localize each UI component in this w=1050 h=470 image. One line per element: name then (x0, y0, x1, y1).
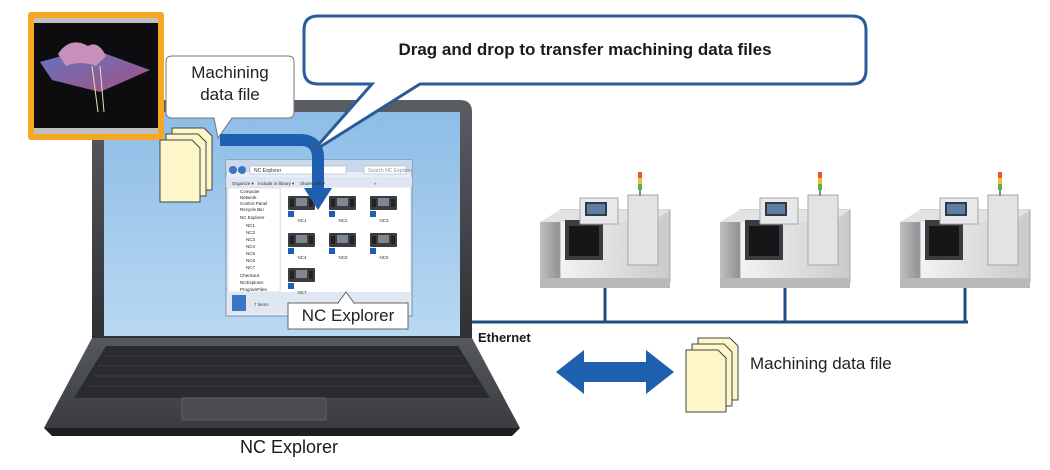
laptop-touchpad (181, 397, 327, 421)
label-line-2: data file (200, 85, 260, 104)
document-stack-icon (159, 127, 213, 203)
ethernet-line (472, 286, 968, 324)
machining-data-file-right-label: Machining data file (750, 354, 892, 373)
sidebar-item-nc1[interactable]: NC1 (246, 223, 256, 228)
toolbar-include-library[interactable]: Include in library ▾ (258, 181, 295, 186)
sidebar-item-checkout[interactable]: Checkout (240, 273, 260, 278)
item-label-nc7: NC7 (297, 290, 307, 295)
label-line-1: Machining (191, 63, 269, 82)
sidebar-item-recycle-bin[interactable]: Recycle Bin (240, 207, 264, 212)
cnc-machine-icon (719, 171, 851, 289)
sidebar-item-nc2[interactable]: NC2 (246, 230, 256, 235)
sidebar-item-control-panel[interactable]: Control Panel (240, 201, 268, 206)
sidebar-item-nc4[interactable]: NC4 (246, 244, 256, 249)
sidebar-item-nc5[interactable]: NC5 (246, 251, 256, 256)
sidebar-item-network[interactable]: Network (240, 195, 257, 200)
nc-explorer-caption: NC Explorer (240, 437, 339, 457)
sidebar-item-nc-explorer[interactable]: NC Explorer (240, 215, 265, 220)
item-label-nc4: NC4 (297, 255, 307, 260)
nc-explorer-label-box (287, 302, 409, 330)
cnc-machine-icon (539, 171, 671, 289)
double-arrow-icon (556, 350, 674, 394)
file-speech-bubble (165, 55, 295, 140)
sidebar-item-nc7[interactable]: NC7 (246, 265, 256, 270)
item-label-nc1: NC1 (297, 218, 307, 223)
sidebar-item-ncexplorer[interactable]: NCExplorer (240, 280, 264, 285)
callout-bubble (302, 14, 868, 154)
window-title: NC Explorer (254, 168, 282, 174)
drag-arrow-icon (220, 134, 324, 192)
ethernet-label: Ethernet (478, 330, 531, 345)
item-label-nc2: NC2 (338, 218, 348, 223)
cnc-machine-icon (899, 171, 1031, 289)
callout-text: Drag and drop to transfer machining data… (398, 40, 772, 59)
toolbar-organize[interactable]: Organize ▾ (232, 181, 254, 186)
machining-data-file-label: Machining data file (170, 62, 290, 106)
sidebar-item-nc6[interactable]: NC6 (246, 258, 256, 263)
sidebar-item-programfiles[interactable]: ProgramFiles (240, 287, 267, 292)
item-label-nc5: NC5 (338, 255, 348, 260)
window-status: 7 items (254, 302, 269, 307)
document-stack-icon (685, 337, 739, 413)
nc-explorer-window-label: NC Explorer (301, 306, 395, 325)
window-search-input[interactable]: Search NC Explorer (368, 168, 413, 174)
toolbar-more[interactable]: » (374, 181, 377, 186)
sidebar-item-nc3[interactable]: NC3 (246, 237, 256, 242)
item-label-nc3: NC3 (379, 218, 389, 223)
item-label-nc6: NC6 (379, 255, 389, 260)
toolbar-share-with[interactable]: Share with ▾ (300, 181, 325, 186)
sidebar-item-computer[interactable]: Computer (240, 189, 260, 194)
